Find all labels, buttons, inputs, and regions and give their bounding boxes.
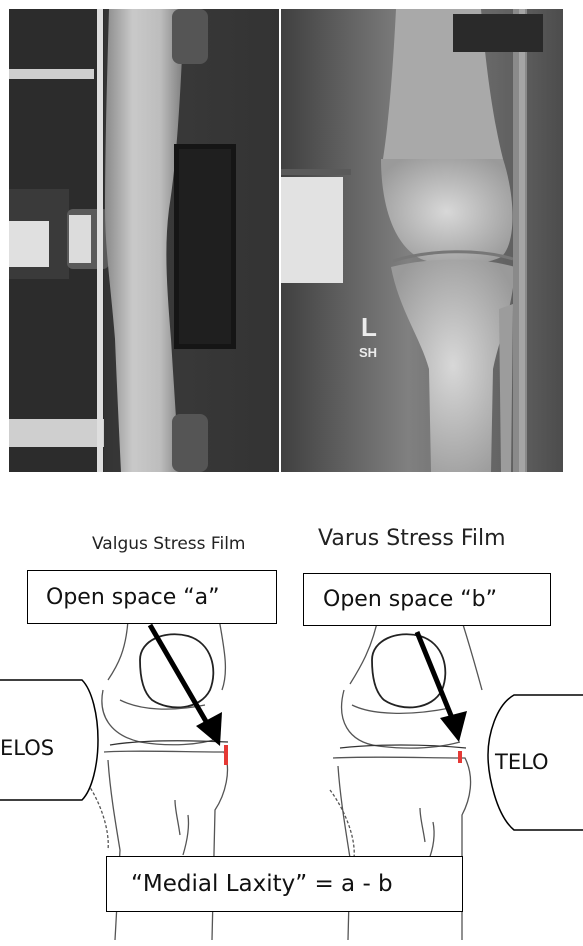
knee-xray-illustration: L SH	[281, 9, 563, 472]
device-knob-bottom	[172, 414, 208, 472]
valgus-heading: Valgus Stress Film	[92, 534, 245, 554]
device-frame-bar	[9, 69, 94, 79]
open-space-a-box: Open space “a”	[27, 570, 277, 624]
gap-marker-b	[458, 751, 462, 763]
telos-left-label: ELOS	[0, 736, 54, 760]
medial-laxity-formula-box: “Medial Laxity” = a - b	[106, 856, 463, 912]
telos-right-label: TELO	[495, 750, 549, 774]
knee-xray: L SH	[281, 9, 563, 472]
arrow-b-head	[440, 711, 467, 742]
leg-photo-illustration	[9, 9, 279, 472]
open-space-b-box: Open space “b”	[303, 573, 551, 626]
device-bar-top	[453, 14, 543, 52]
side-marker-letter: L	[361, 312, 377, 342]
open-space-b-label: Open space “b”	[323, 587, 497, 612]
side-marker-initials: SH	[359, 345, 377, 360]
device-knob-top	[172, 9, 208, 64]
gap-marker-a	[224, 745, 228, 765]
open-space-a-label: Open space “a”	[46, 585, 220, 610]
device-pad-xray	[281, 177, 343, 283]
leg-photo	[9, 9, 279, 472]
arrow-a	[150, 625, 211, 730]
varus-heading: Varus Stress Film	[318, 526, 506, 551]
medial-laxity-formula: “Medial Laxity” = a - b	[131, 871, 393, 897]
